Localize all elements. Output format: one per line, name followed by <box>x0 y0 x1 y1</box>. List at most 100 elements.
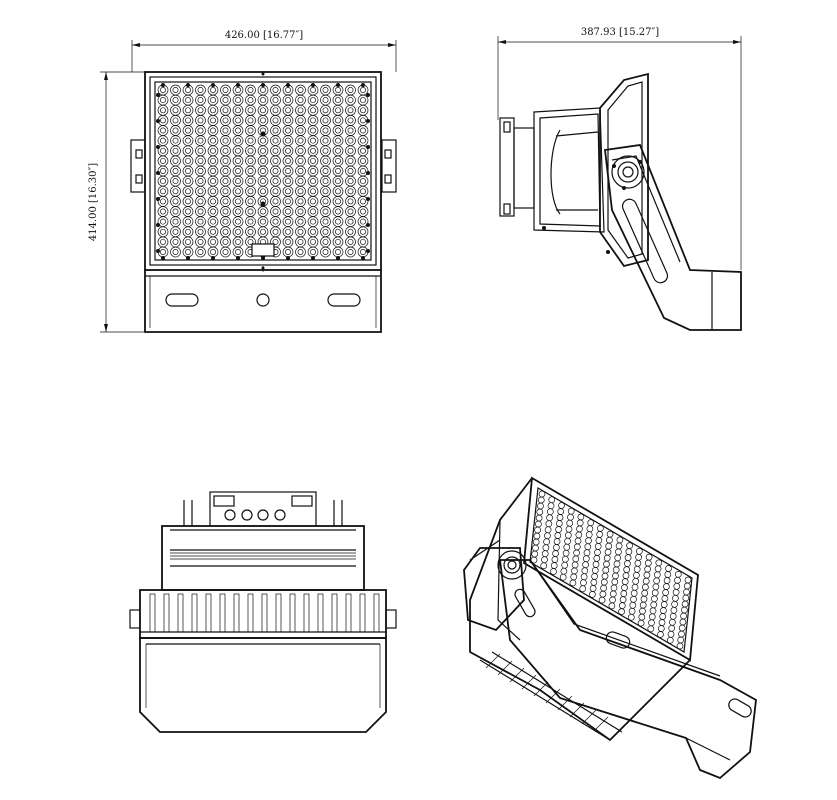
iso-led <box>532 544 539 552</box>
screw <box>161 256 165 260</box>
fin <box>191 593 198 633</box>
led-lens-inner <box>197 198 204 205</box>
led-lens <box>307 236 319 248</box>
led-lens-inner <box>222 127 229 134</box>
iso-led <box>546 514 553 522</box>
led-lens <box>157 135 169 146</box>
iso-led <box>560 567 568 575</box>
led-lens-inner <box>285 208 291 215</box>
led-lens <box>320 206 331 217</box>
led-lens <box>170 94 181 106</box>
led-lens <box>295 246 306 258</box>
led-lens-inner <box>185 117 191 124</box>
led-lens <box>332 206 344 217</box>
led-lens <box>320 185 331 197</box>
led-lens <box>195 185 206 197</box>
led-lens-inner <box>297 117 304 124</box>
iso-led <box>609 590 617 598</box>
iso-led <box>544 526 552 534</box>
led-lens-inner <box>172 238 179 245</box>
led-lens <box>232 236 244 248</box>
iso-led <box>653 577 660 585</box>
led-lens-inner <box>272 188 279 195</box>
led-lens-inner <box>272 147 279 154</box>
led-lens <box>357 175 369 187</box>
screw <box>156 223 160 227</box>
led-lens-inner <box>222 228 229 235</box>
led-lens <box>245 104 256 116</box>
led-lens <box>245 165 256 177</box>
led-lens-inner <box>347 178 354 185</box>
led-lens-inner <box>210 218 216 225</box>
iso-led <box>661 595 669 602</box>
iso-led <box>647 625 655 633</box>
iso-led <box>610 584 618 592</box>
iso-led <box>546 508 554 516</box>
led-lens-inner <box>360 117 366 124</box>
led-lens-inner <box>235 249 241 255</box>
iso-led <box>633 565 641 573</box>
led-lens-inner <box>322 188 329 195</box>
led-lens <box>207 246 219 258</box>
iso-led <box>664 571 672 578</box>
led-lens <box>282 115 294 126</box>
led-lens-inner <box>285 218 291 225</box>
iso-led <box>580 573 588 581</box>
led-lens <box>357 104 369 116</box>
led-lens-inner <box>172 157 179 164</box>
led-lens-inner <box>360 178 366 185</box>
led-lens-inner <box>360 249 366 255</box>
iso-led <box>597 525 604 532</box>
led-lens <box>195 104 206 116</box>
led-lens <box>357 226 369 238</box>
led-lens-inner <box>160 127 166 134</box>
led-lens-inner <box>222 107 229 114</box>
led-lens-inner <box>322 137 329 144</box>
iso-led <box>541 550 549 558</box>
led-lens <box>195 115 206 126</box>
led-lens <box>345 175 356 187</box>
led-lens <box>207 236 219 248</box>
iso-led <box>570 573 578 581</box>
led-lens-inner <box>160 87 166 93</box>
led-lens-inner <box>360 107 366 114</box>
iso-led <box>573 543 581 551</box>
iso-led <box>573 549 580 557</box>
screw <box>366 119 370 123</box>
led-lens <box>257 175 269 187</box>
iso-led <box>669 612 677 620</box>
iso-led <box>555 526 562 533</box>
led-lens-inner <box>247 137 254 144</box>
led-lens-inner <box>285 168 291 174</box>
fin <box>275 593 282 633</box>
iso-led <box>621 584 628 591</box>
led-lens-inner <box>360 127 366 134</box>
led-lens-inner <box>235 188 241 195</box>
iso-led <box>645 553 653 561</box>
led-lens <box>320 236 331 248</box>
led-lens-inner <box>260 147 266 154</box>
screw <box>361 83 365 87</box>
led-lens-inner <box>310 147 316 154</box>
led-lens <box>345 236 356 248</box>
iso-led <box>669 618 676 626</box>
iso-led <box>663 583 670 590</box>
fin <box>373 593 380 633</box>
led-lens <box>282 196 294 207</box>
led-lens <box>170 155 181 167</box>
iso-led <box>608 602 616 610</box>
iso-led <box>579 585 587 593</box>
iso-led <box>614 554 622 562</box>
led-lens-inner <box>260 137 266 144</box>
screw <box>261 256 265 260</box>
iso-led <box>674 576 681 584</box>
iso-led <box>680 612 687 620</box>
led-lens-inner <box>360 208 366 215</box>
led-lens <box>320 84 331 96</box>
led-lens-inner <box>235 218 241 225</box>
led-lens-inner <box>335 137 341 144</box>
led-lens <box>245 216 256 227</box>
led-lens <box>207 216 219 227</box>
fin <box>163 593 170 633</box>
iso-led <box>587 519 595 527</box>
